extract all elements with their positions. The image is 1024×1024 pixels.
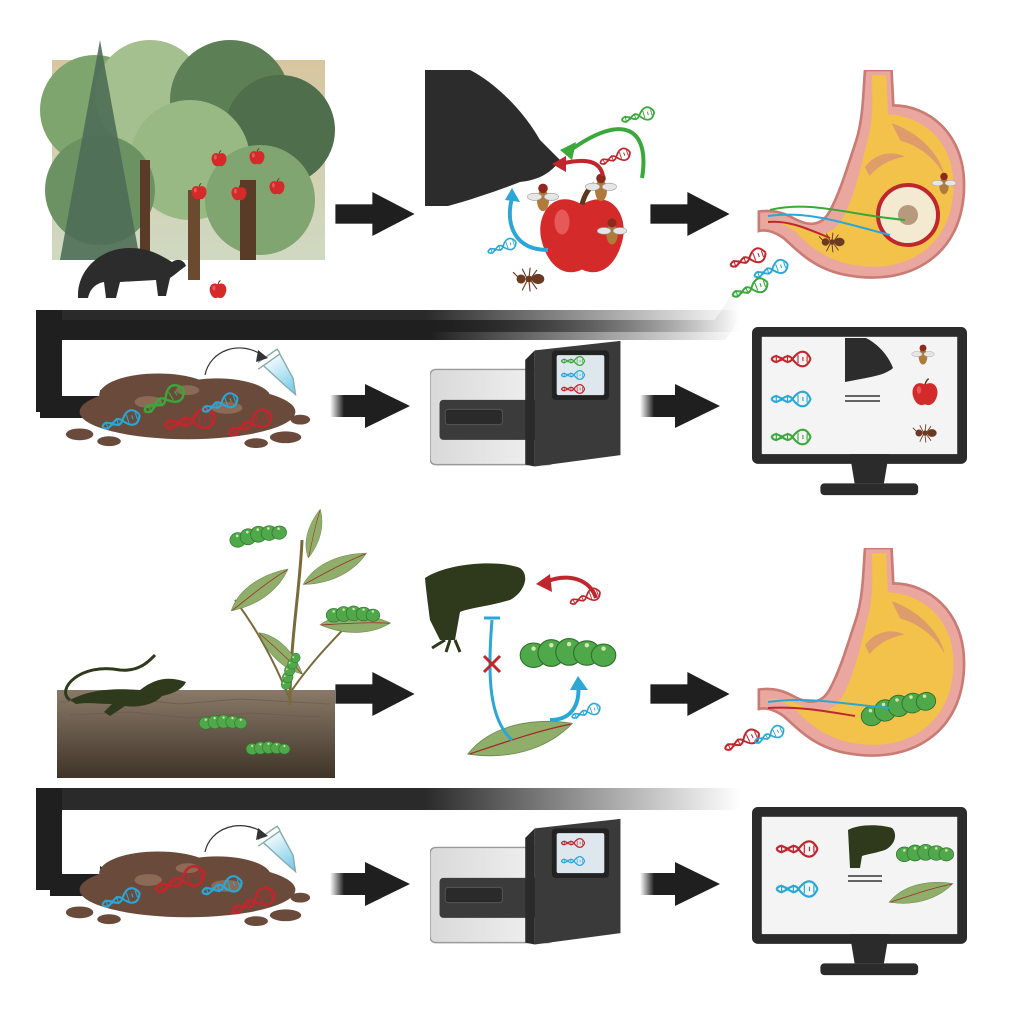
results-monitor-1: [752, 327, 967, 496]
dna-blue-icon: [485, 235, 519, 259]
leaf-item: [467, 720, 573, 757]
caterpillar-prey: [519, 637, 617, 669]
arrow-blue: [507, 197, 549, 252]
forest-habitat-panel: [40, 40, 335, 299]
lizard-diet-panel: [425, 563, 617, 757]
fallen-apple: [209, 280, 227, 299]
forest-trees: [40, 40, 335, 280]
sequencer-panel-1: [430, 340, 622, 468]
fecal-pile-2: [65, 851, 311, 927]
stomach-panel-2: [720, 548, 966, 758]
sampling-arrow: [204, 347, 263, 376]
result-lizard-icon: [848, 825, 896, 868]
bear-head-silhouette: [425, 70, 560, 206]
lizard-head-silhouette: [425, 563, 526, 640]
stomach-icon-2: [757, 548, 966, 758]
apple-half: [876, 183, 940, 247]
fly-2: [585, 173, 617, 202]
flow-arrow-2b: [640, 384, 720, 428]
sequencer-panel-2: [430, 818, 622, 946]
results-monitor-2: [752, 807, 967, 976]
dna-sequencer[interactable]: [430, 340, 622, 468]
flow-arrow-1b: [650, 192, 730, 236]
arrow-red: [559, 158, 605, 177]
fecal-pile: [65, 373, 311, 449]
dna-blue-out-2: [751, 722, 788, 749]
flow-arrow-4a: [330, 862, 410, 906]
dna-red-icon: [597, 145, 634, 170]
dna-sequencer-2[interactable]: [430, 818, 622, 946]
flow-arrow-3a: [335, 672, 415, 716]
result-bear-icon: [845, 338, 893, 382]
blocked-x-icon: [482, 654, 502, 674]
stomach-panel-1: [726, 70, 966, 304]
flow-arrow-4b: [640, 862, 720, 906]
flow-arrow-1a: [335, 192, 415, 236]
stomach-icon: [757, 70, 966, 280]
ant-1: [512, 267, 545, 293]
flow-arrow-2a: [330, 384, 410, 428]
flow-arrow-3b: [650, 672, 730, 716]
lizard-habitat-panel: [57, 508, 392, 778]
dna-red-out: [726, 244, 770, 274]
dna-green-icon: [619, 104, 657, 128]
fecal-sample-panel-1: [65, 347, 311, 449]
bear-diet-panel: [425, 70, 657, 293]
lizard-silhouette: [64, 653, 186, 716]
caterpillar-2: [325, 605, 381, 623]
arrow-green: [566, 127, 646, 179]
caterpillar-1: [227, 521, 289, 549]
bear-silhouette: [78, 248, 186, 298]
arrow-red-2: [544, 575, 598, 599]
fecal-sample-panel-2: [65, 825, 311, 927]
blocked-path: [488, 619, 514, 742]
